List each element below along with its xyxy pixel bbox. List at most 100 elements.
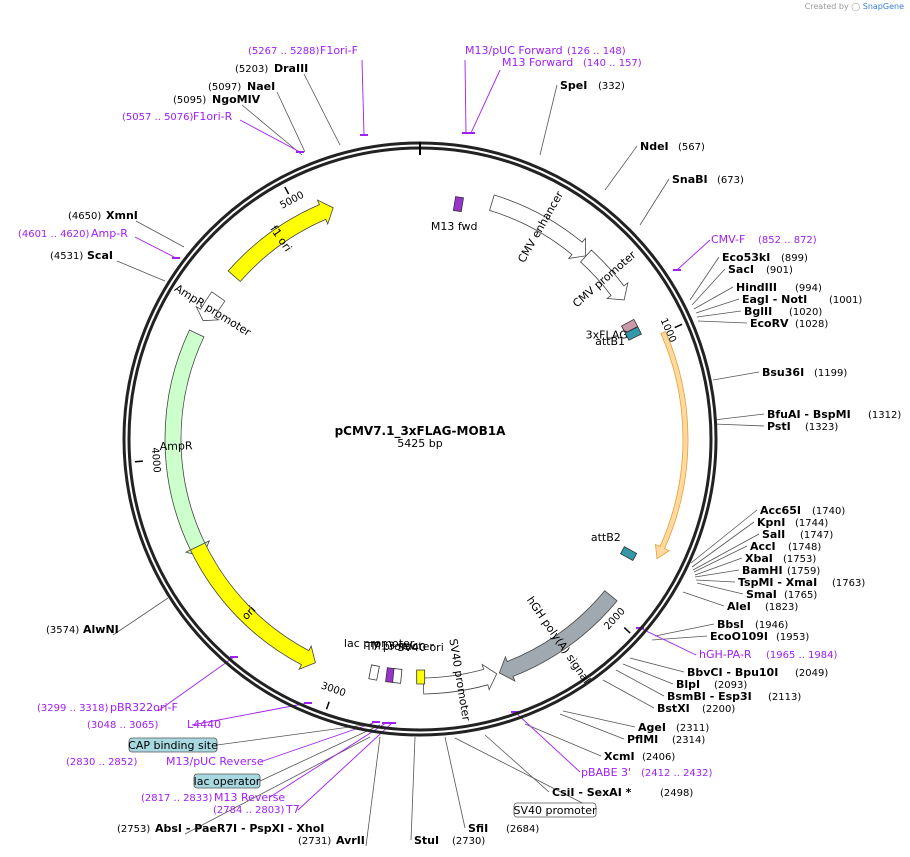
enzyme-line-15 xyxy=(692,533,760,571)
enzyme-30[interactable]: XcmI xyxy=(604,750,635,763)
boxed-label-box-2[interactable] xyxy=(193,773,261,789)
enzyme-position-17: (1753) xyxy=(783,554,816,565)
primer-11[interactable]: M13/pUC Reverse xyxy=(166,755,264,768)
small-feature-label-7: T7 promoter xyxy=(365,640,435,653)
enzyme-21[interactable]: AleI xyxy=(727,600,751,613)
enzyme-position-16: (1748) xyxy=(788,542,821,553)
left-enzyme-7[interactable]: AbsI - PaeR7I - PspXI - XhoI xyxy=(155,822,324,835)
primer-range-1: (5267 .. 5288) xyxy=(248,46,320,57)
primer-13[interactable]: T7 xyxy=(285,803,300,816)
enzyme-24[interactable]: BbvCI - Bpu10I xyxy=(687,666,778,679)
feature-ori[interactable] xyxy=(189,542,316,670)
enzyme-6[interactable]: HindIII xyxy=(736,281,777,294)
enzyme-27[interactable]: BstXI xyxy=(657,702,690,715)
enzyme-position-9: (1028) xyxy=(795,319,828,330)
enzyme-position-19: (1763) xyxy=(832,578,865,589)
tick-label-3000: 3000 xyxy=(319,681,347,700)
enzyme-line-5 xyxy=(691,268,726,306)
enzyme-5[interactable]: SacI xyxy=(728,263,754,276)
enzyme-2[interactable]: NdeI xyxy=(640,140,669,153)
enzyme-line-10 xyxy=(712,371,760,381)
feature-hgh-polya[interactable] xyxy=(498,590,618,682)
enzyme-31[interactable]: CsiI - SexAI * xyxy=(552,786,632,799)
enzyme-1[interactable]: SpeI xyxy=(560,79,587,92)
small-feature-label-8: lac promoter xyxy=(344,637,415,650)
enzyme-line-17 xyxy=(694,557,743,576)
primer-9[interactable]: pBR322ori-F xyxy=(110,701,178,714)
small-feature-3[interactable] xyxy=(624,326,642,341)
feature-cmv-promoter[interactable] xyxy=(579,249,629,301)
feature-label-ampr: AmpR xyxy=(159,439,193,453)
small-feature-1[interactable] xyxy=(452,196,464,213)
feature-ampr[interactable] xyxy=(164,329,211,558)
primer-10[interactable]: L4440 xyxy=(187,718,221,731)
enzyme-19[interactable]: TspMI - XmaI xyxy=(738,576,817,589)
enzyme-18[interactable]: BamHI xyxy=(742,564,783,577)
left-enzyme-position-4: (4650) xyxy=(68,211,101,222)
primer-line-10 xyxy=(191,702,309,726)
enzyme-line-24 xyxy=(629,657,685,673)
left-enzyme-line-4 xyxy=(135,220,185,248)
boxed-label-box-1[interactable] xyxy=(128,737,218,753)
feature-f1-ori[interactable] xyxy=(227,199,334,283)
enzyme-29[interactable]: PflMI xyxy=(627,733,658,746)
feature-cmv-enhancer[interactable] xyxy=(489,194,587,259)
enzyme-32[interactable]: SfiI xyxy=(468,822,488,835)
enzyme-line-27 xyxy=(602,679,655,709)
enzyme-23[interactable]: EcoO109I xyxy=(710,630,768,643)
enzyme-line-25 xyxy=(622,663,674,685)
enzyme-position-26: (2113) xyxy=(768,692,801,703)
enzyme-25[interactable]: BlpI xyxy=(676,678,700,691)
enzyme-13[interactable]: Acc65I xyxy=(760,504,801,517)
left-enzyme-4[interactable]: XmnI xyxy=(106,209,138,222)
small-feature-5[interactable] xyxy=(416,669,426,685)
enzyme-15[interactable]: SalI xyxy=(762,528,785,541)
enzyme-7[interactable]: EagI - NotI xyxy=(742,293,807,306)
enzyme-14[interactable]: KpnI xyxy=(757,516,785,529)
primer-8[interactable]: pBABE 3' xyxy=(581,766,631,779)
primer-2[interactable]: M13/pUC Forward xyxy=(465,44,563,57)
small-feature-4[interactable] xyxy=(619,546,638,562)
boxed-label-box-3[interactable] xyxy=(513,802,597,818)
enzyme-4[interactable]: Eco53kI xyxy=(722,251,770,264)
enzyme-3[interactable]: SnaBI xyxy=(672,173,708,186)
small-feature-8[interactable] xyxy=(368,664,380,681)
enzyme-10[interactable]: Bsu36I xyxy=(762,366,804,379)
left-enzyme-5[interactable]: ScaI xyxy=(87,249,113,262)
primer-1[interactable]: F1ori-F xyxy=(320,44,358,57)
enzyme-9[interactable]: EcoRV xyxy=(750,317,789,330)
feature-mob1a[interactable] xyxy=(654,331,689,560)
enzyme-26[interactable]: BsmBI - Esp3I xyxy=(667,690,752,703)
small-feature-7[interactable] xyxy=(392,668,403,684)
primer-12[interactable]: M13 Reverse xyxy=(214,791,285,804)
enzyme-16[interactable]: AccI xyxy=(750,540,776,553)
left-enzyme-1[interactable]: DraIII xyxy=(274,62,308,75)
enzyme-8[interactable]: BglII xyxy=(744,305,772,318)
left-enzyme-3[interactable]: NgoMIV xyxy=(212,93,261,106)
primer-5[interactable]: Amp-R xyxy=(91,227,128,240)
enzyme-17[interactable]: XbaI xyxy=(745,552,773,565)
enzyme-12[interactable]: PstI xyxy=(767,420,791,433)
primer-3[interactable]: M13 Forward xyxy=(502,56,573,69)
enzyme-11[interactable]: BfuAI - BspMI xyxy=(767,408,851,421)
enzyme-position-3: (673) xyxy=(717,175,744,186)
enzyme-20[interactable]: SmaI xyxy=(746,588,777,601)
primer-7[interactable]: hGH-PA-R xyxy=(699,648,752,661)
primer-range-2: (126 .. 148) xyxy=(567,46,626,57)
enzyme-position-11: (1312) xyxy=(868,410,901,421)
credit-brand: SnapGene xyxy=(862,2,904,11)
feature-ampr-promoter[interactable] xyxy=(195,291,226,322)
enzyme-line-28 xyxy=(562,710,636,728)
left-enzyme-8[interactable]: AvrII xyxy=(336,834,365,847)
enzyme-line-14 xyxy=(691,521,755,568)
left-enzyme-6[interactable]: AlwNI xyxy=(83,623,119,636)
enzyme-22[interactable]: BbsI xyxy=(717,618,744,631)
enzyme-line-22 xyxy=(654,623,715,637)
feature-sv40-promoter[interactable] xyxy=(423,663,498,695)
enzyme-28[interactable]: AgeI xyxy=(638,721,666,734)
primer-4[interactable]: F1ori-R xyxy=(193,110,233,123)
primer-6[interactable]: CMV-F xyxy=(711,233,745,246)
enzyme-33[interactable]: StuI xyxy=(414,834,439,847)
left-enzyme-2[interactable]: NaeI xyxy=(247,80,275,93)
enzyme-position-21: (1823) xyxy=(765,602,798,613)
